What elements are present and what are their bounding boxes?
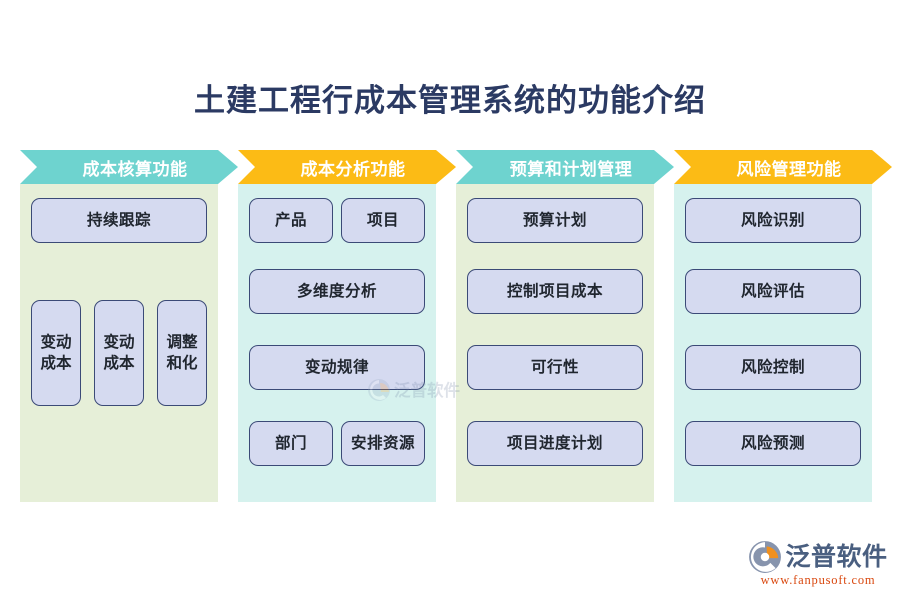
column-cost-accounting: 成本核算功能 持续跟踪 变动 成本 变动 成本 调整 和化 [20,150,238,502]
page-title: 土建工程行成本管理系统的功能介绍 [194,83,706,118]
column-header-label: 风险管理功能 [736,159,842,179]
column-panel-cost-accounting: 持续跟踪 变动 成本 变动 成本 调整 和化 [20,184,218,502]
column-header-cost-accounting[interactable]: 成本核算功能 [20,150,238,184]
column-panel-risk-management: 风险识别 风险评估 风险控制 风险预测 [674,184,872,502]
node-box[interactable]: 风险识别 [685,198,861,243]
logo-name: 泛普软件 [785,543,888,571]
node-box[interactable]: 可行性 [467,345,643,390]
column-header-cost-analysis[interactable]: 成本分析功能 [238,150,456,184]
column-header-budget-plan[interactable]: 预算和计划管理 [456,150,674,184]
spacer [249,314,425,345]
brand-logo: 泛普软件 www.fanpusoft.com [748,540,888,588]
node-box[interactable]: 安排资源 [341,421,425,466]
node-box[interactable]: 预算计划 [467,198,643,243]
node-box[interactable]: 持续跟踪 [31,198,207,243]
spacer [31,243,207,300]
node-row: 变动 成本 变动 成本 调整 和化 [31,300,207,406]
column-budget-plan: 预算和计划管理 预算计划 控制项目成本 可行性 项目进度计划 [456,150,674,502]
column-header-label: 预算和计划管理 [509,159,633,179]
node-box[interactable]: 变动规律 [249,345,425,390]
spacer [249,243,425,269]
spacer [467,314,643,345]
spacer [467,390,643,421]
node-box[interactable]: 调整 和化 [157,300,207,406]
spacer [249,390,425,421]
logo-url: www.fanpusoft.com [760,573,876,587]
spacer [685,314,861,345]
column-header-label: 成本分析功能 [300,159,406,179]
node-box[interactable]: 项目 [341,198,425,243]
spacer [685,390,861,421]
column-cost-analysis: 成本分析功能 产品 项目 多维度分析 变动规律 部门 安排资源 [238,150,461,502]
node-row: 产品 项目 [249,198,425,243]
column-panel-cost-analysis: 产品 项目 多维度分析 变动规律 部门 安排资源 泛普软件 [238,184,461,502]
column-header-label: 成本核算功能 [82,159,188,179]
column-header-risk-management[interactable]: 风险管理功能 [674,150,892,184]
spacer [685,243,861,269]
fanpu-logo-icon [749,541,782,573]
column-panel-budget-plan: 预算计划 控制项目成本 可行性 项目进度计划 [456,184,654,502]
columns-container: 成本核算功能 持续跟踪 变动 成本 变动 成本 调整 和化 成本分析功能 产品 [20,150,892,502]
node-box[interactable]: 部门 [249,421,333,466]
node-box[interactable]: 项目进度计划 [467,421,643,466]
spacer [467,243,643,269]
node-box[interactable]: 控制项目成本 [467,269,643,314]
logo-top-row: 泛普软件 [748,540,887,574]
node-row: 部门 安排资源 [249,421,425,466]
node-box[interactable]: 多维度分析 [249,269,425,314]
node-box[interactable]: 风险评估 [685,269,861,314]
node-box[interactable]: 风险预测 [685,421,861,466]
node-box[interactable]: 产品 [249,198,333,243]
node-box[interactable]: 风险控制 [685,345,861,390]
node-box[interactable]: 变动 成本 [31,300,81,406]
column-risk-management: 风险管理功能 风险识别 风险评估 风险控制 风险预测 [674,150,892,502]
node-box[interactable]: 变动 成本 [94,300,144,406]
